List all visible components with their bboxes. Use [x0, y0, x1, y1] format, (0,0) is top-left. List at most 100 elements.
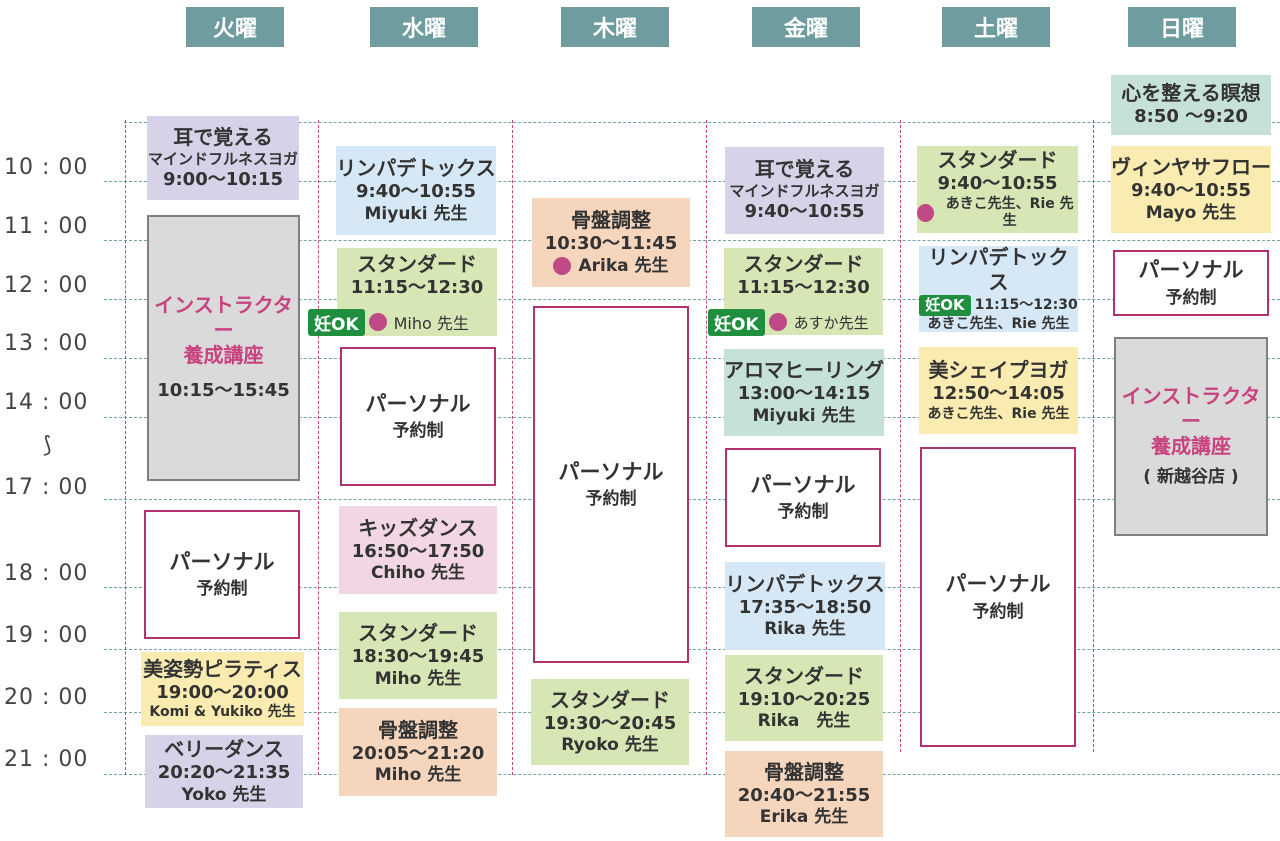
- personal-session-card[interactable]: パーソナル 予約制: [533, 306, 689, 663]
- class-time: 20:40〜21:55: [737, 784, 871, 806]
- class-instructor: Miho 先生: [393, 314, 469, 333]
- class-title: パーソナル: [945, 572, 1051, 597]
- class-card[interactable]: 心を整える瞑想 8:50 〜9:20: [1111, 75, 1271, 135]
- class-title: 美シェイプヨガ: [928, 358, 1069, 382]
- class-card[interactable]: アロマヒーリング 13:00〜14:15 Miyuki 先生: [724, 349, 884, 436]
- class-title: 骨盤調整: [571, 208, 651, 233]
- personal-session-card[interactable]: パーソナル 予約制: [340, 347, 496, 486]
- class-instructor: あきこ先生、Rie 先生: [927, 315, 1070, 332]
- time-label: 21 : 00: [4, 747, 89, 772]
- class-instructor: Ryoko 先生: [561, 735, 659, 756]
- class-time: 16:50〜17:50: [351, 540, 485, 562]
- class-title: 耳で覚える: [173, 124, 273, 149]
- personal-session-card[interactable]: パーソナル 予約制: [725, 448, 881, 547]
- pregnancy-ok-badge: 妊OK: [919, 294, 971, 316]
- class-subtitle: マインドフルネスヨガ: [729, 182, 880, 201]
- gridline: [104, 712, 1280, 713]
- gridline: [104, 358, 1280, 359]
- class-title: 骨盤調整: [764, 759, 844, 784]
- gridline: [104, 299, 1280, 300]
- pregnancy-ok-badge: 妊OK: [308, 308, 365, 336]
- class-instructor: あすか先生: [793, 313, 869, 332]
- gridline: [104, 587, 1280, 588]
- class-instructor: あきこ先生、Rie 先生: [945, 195, 1074, 230]
- class-subtitle: ( 新越谷店 ): [1143, 467, 1239, 488]
- class-tags: 妊OK あすか先生: [708, 308, 869, 336]
- class-title: 耳で覚える: [754, 157, 855, 182]
- class-title: スタンダード: [357, 252, 477, 276]
- gridline: [104, 181, 1280, 182]
- class-card[interactable]: スタンダード 9:40〜10:55 あきこ先生、Rie 先生: [917, 146, 1078, 233]
- time-label: 12 : 00: [4, 273, 89, 298]
- class-instructor: Erika 先生: [759, 807, 849, 828]
- personal-session-card[interactable]: パーソナル 予約制: [920, 447, 1076, 747]
- class-title: 骨盤調整: [378, 717, 458, 742]
- class-card[interactable]: スタンダード 18:30〜19:45 Miho 先生: [339, 612, 497, 699]
- gridline: [104, 417, 1280, 418]
- time-break-mark: ⟆: [43, 433, 52, 458]
- personal-session-card[interactable]: パーソナル 予約制: [1113, 250, 1269, 316]
- gridline: [104, 649, 1280, 650]
- day-header-sat: 土曜: [942, 7, 1050, 47]
- class-time: 9:40〜10:55: [1130, 180, 1252, 202]
- class-time: 19:10〜20:25: [737, 688, 871, 710]
- time-label: 18 : 00: [4, 561, 89, 586]
- personal-session-card[interactable]: パーソナル 予約制: [144, 510, 300, 639]
- class-card[interactable]: 耳で覚える マインドフルネスヨガ 9:40〜10:55: [725, 147, 884, 234]
- class-instructor: Rika 先生: [757, 711, 851, 732]
- class-card[interactable]: リンパデトックス 9:40〜10:55 Miyuki 先生: [336, 146, 496, 235]
- class-card[interactable]: インストラクター 養成講座 10:15〜15:45: [147, 215, 300, 481]
- day-header-fri: 金曜: [752, 7, 860, 47]
- class-card[interactable]: リンパデトックス 17:35〜18:50 Rika 先生: [725, 562, 885, 650]
- class-card[interactable]: ヴィンヤサフロー 9:40〜10:55 Mayo 先生: [1111, 146, 1271, 233]
- class-card[interactable]: 骨盤調整 10:30〜11:45 Arika 先生: [532, 198, 690, 287]
- time-label: 19 : 00: [4, 623, 89, 648]
- gridline: [104, 240, 1280, 241]
- time-label: 13 : 00: [4, 331, 89, 356]
- class-subtitle: 予約制: [196, 579, 248, 599]
- class-tags: 妊OK Miho 先生: [308, 308, 469, 336]
- class-time: 20:20〜21:35: [157, 762, 291, 784]
- class-subtitle: 予約制: [777, 502, 829, 522]
- class-card[interactable]: スタンダード 11:15〜12:30: [724, 248, 883, 335]
- class-title: スタンダード: [743, 252, 864, 276]
- class-card[interactable]: 骨盤調整 20:40〜21:55 Erika 先生: [725, 751, 883, 837]
- class-card[interactable]: スタンダード 19:10〜20:25 Rika 先生: [725, 655, 883, 741]
- class-title: パーソナル: [750, 472, 856, 497]
- class-title: ヴィンヤサフロー: [1111, 155, 1271, 180]
- class-subtitle: 予約制: [1165, 287, 1217, 308]
- class-title: パーソナル: [365, 391, 471, 416]
- class-instructor: Komi & Yukiko 先生: [149, 704, 296, 720]
- class-card[interactable]: スタンダード 19:30〜20:45 Ryoko 先生: [531, 679, 689, 765]
- class-time: 20:05〜21:20: [351, 742, 485, 764]
- day-header-tue: 火曜: [186, 7, 284, 47]
- instructor-dot: [917, 204, 935, 223]
- class-time: 18:30〜19:45: [351, 646, 485, 668]
- column-divider: [318, 120, 319, 775]
- class-card[interactable]: 美シェイプヨガ 12:50〜14:05 あきこ先生、Rie 先生: [919, 347, 1078, 434]
- class-title: パーソナル: [558, 459, 664, 484]
- class-card[interactable]: インストラクター 養成講座 ( 新越谷店 ): [1114, 337, 1268, 536]
- class-card[interactable]: 美姿勢ピラティス 19:00〜20:00 Komi & Yukiko 先生: [141, 652, 304, 726]
- time-label: 14 : 00: [4, 390, 89, 415]
- class-card[interactable]: ベリーダンス 20:20〜21:35 Yoko 先生: [145, 735, 303, 808]
- class-time: 11:15〜12:30: [350, 277, 484, 298]
- class-card[interactable]: キッズダンス 16:50〜17:50 Chiho 先生: [339, 506, 497, 594]
- class-title: インストラクター: [1121, 384, 1261, 434]
- instructor-dot: [768, 313, 787, 331]
- class-card[interactable]: 骨盤調整 20:05〜21:20 Miho 先生: [339, 708, 497, 796]
- class-subtitle: 予約制: [972, 601, 1024, 622]
- column-divider: [706, 120, 707, 775]
- class-subtitle: マインドフルネスヨガ: [147, 149, 298, 168]
- class-title: リンパデトックス: [928, 244, 1069, 294]
- class-time: 13:00〜14:15: [737, 383, 871, 405]
- class-time: 19:00〜20:00: [156, 681, 289, 703]
- class-time: 12:50〜14:05: [932, 383, 1065, 404]
- class-instructor: Arika 先生: [578, 255, 669, 276]
- column-divider: [512, 120, 513, 775]
- class-time: 17:35〜18:50: [738, 596, 872, 618]
- class-time: 10:30〜11:45: [544, 233, 678, 255]
- class-time: 9:00〜10:15: [162, 168, 284, 190]
- class-card[interactable]: 耳で覚える マインドフルネスヨガ 9:00〜10:15: [147, 116, 299, 200]
